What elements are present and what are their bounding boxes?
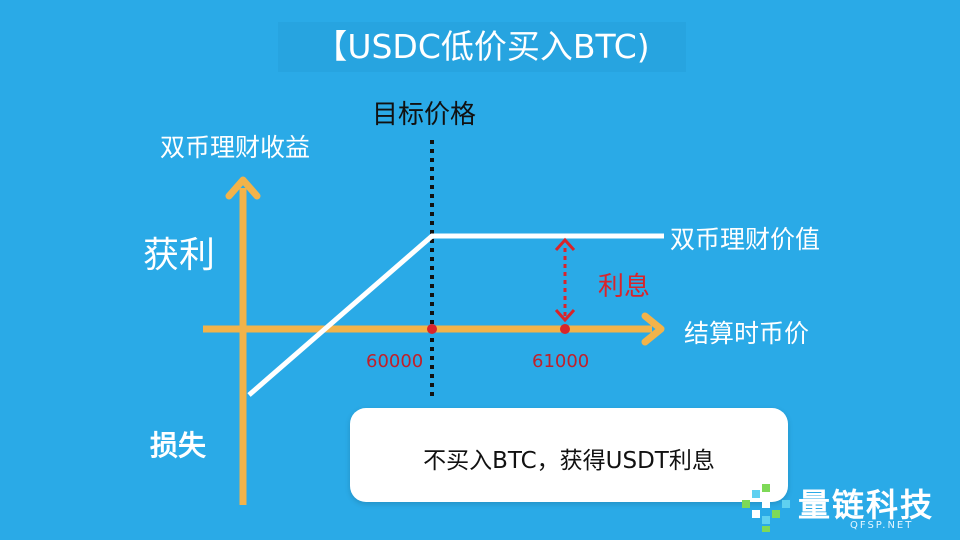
logo-mark-icon [742, 484, 790, 532]
tick-dot-60000 [427, 324, 437, 334]
callout-box: 不买入BTC，获得USDT利息 [350, 408, 788, 502]
x-axis-title: 结算时币价 [684, 319, 810, 348]
brand-logo: 量链科技 QFSP.NET [740, 478, 955, 536]
interest-label: 利息 [598, 272, 651, 302]
tick-label-60000: 60000 [366, 351, 424, 372]
logo-domain: QFSP.NET [850, 520, 914, 531]
payoff-line [247, 233, 664, 397]
arrow-right-icon [641, 312, 665, 346]
target-price-label: 目标价格 [372, 100, 477, 130]
tick-label-61000: 61000 [532, 351, 590, 372]
profit-label: 获利 [143, 235, 216, 276]
y-axis-title: 双币理财收益 [160, 133, 311, 162]
logo-name: 量链科技 [798, 486, 935, 524]
page-title: 【USDC低价买入BTC) [278, 22, 686, 72]
arrow-up-icon [225, 176, 261, 200]
loss-label: 损失 [150, 429, 207, 462]
double-arrow-icon [554, 237, 576, 323]
tick-dot-61000 [560, 324, 570, 334]
callout-text: 不买入BTC，获得USDT利息 [423, 448, 715, 474]
value-line-label: 双币理财价值 [670, 225, 821, 254]
